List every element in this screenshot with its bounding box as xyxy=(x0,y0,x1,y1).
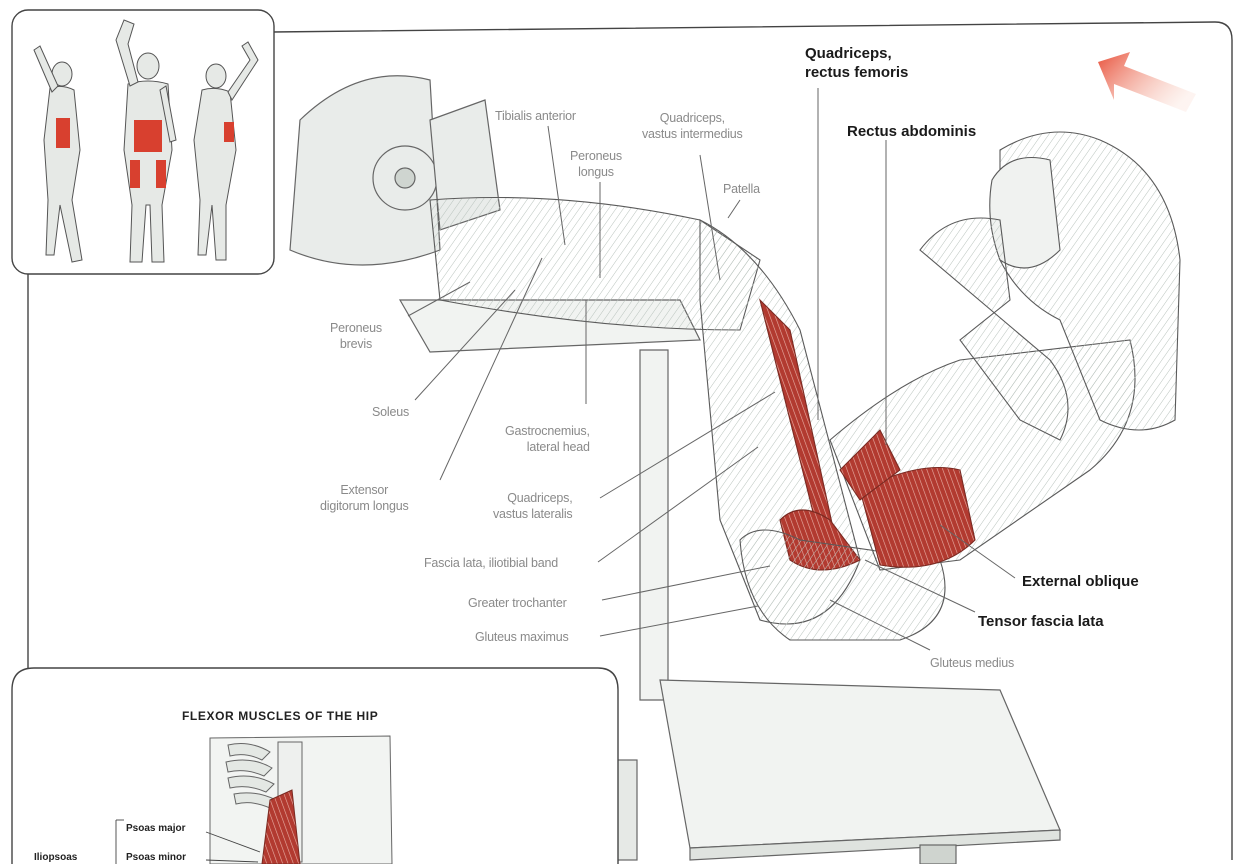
flexor-inset-panel xyxy=(12,668,618,864)
label-gluteus-medius: Gluteus medius xyxy=(930,655,1014,671)
thumbnail-panel xyxy=(12,10,274,274)
label-gastrocnemius: Gastrocnemius, lateral head xyxy=(505,423,590,455)
label-external-oblique: External oblique xyxy=(1022,572,1139,591)
label-patella: Patella xyxy=(723,181,760,197)
label-tensor-fascia-lata: Tensor fascia lata xyxy=(978,612,1104,631)
label-iliopsoas: Iliopsoas xyxy=(34,852,77,863)
label-fascia-lata: Fascia lata, iliotibial band xyxy=(424,555,558,571)
label-soleus: Soleus xyxy=(372,404,409,420)
direction-arrow-icon xyxy=(1098,52,1196,112)
label-greater-trochanter: Greater trochanter xyxy=(468,595,567,611)
label-peroneus-brevis: Peroneus brevis xyxy=(330,320,382,352)
label-gluteus-maximus: Gluteus maximus xyxy=(475,629,569,645)
label-quadriceps-vastus-lateralis: Quadriceps, vastus lateralis xyxy=(493,490,572,522)
label-psoas-minor: Psoas minor xyxy=(126,852,186,863)
label-tibialis-anterior: Tibialis anterior xyxy=(495,108,576,124)
label-extensor-digitorum-longus: Extensor digitorum longus xyxy=(320,482,409,514)
label-peroneus-longus: Peroneus longus xyxy=(570,148,622,180)
inset-title: FLEXOR MUSCLES OF THE HIP xyxy=(182,709,378,723)
label-quadriceps-vastus-intermedius: Quadriceps, vastus intermedius xyxy=(642,110,743,142)
label-psoas-major: Psoas major xyxy=(126,823,185,834)
label-rectus-abdominis: Rectus abdominis xyxy=(847,122,976,141)
label-quadriceps-rectus-femoris: Quadriceps, rectus femoris xyxy=(805,44,908,82)
